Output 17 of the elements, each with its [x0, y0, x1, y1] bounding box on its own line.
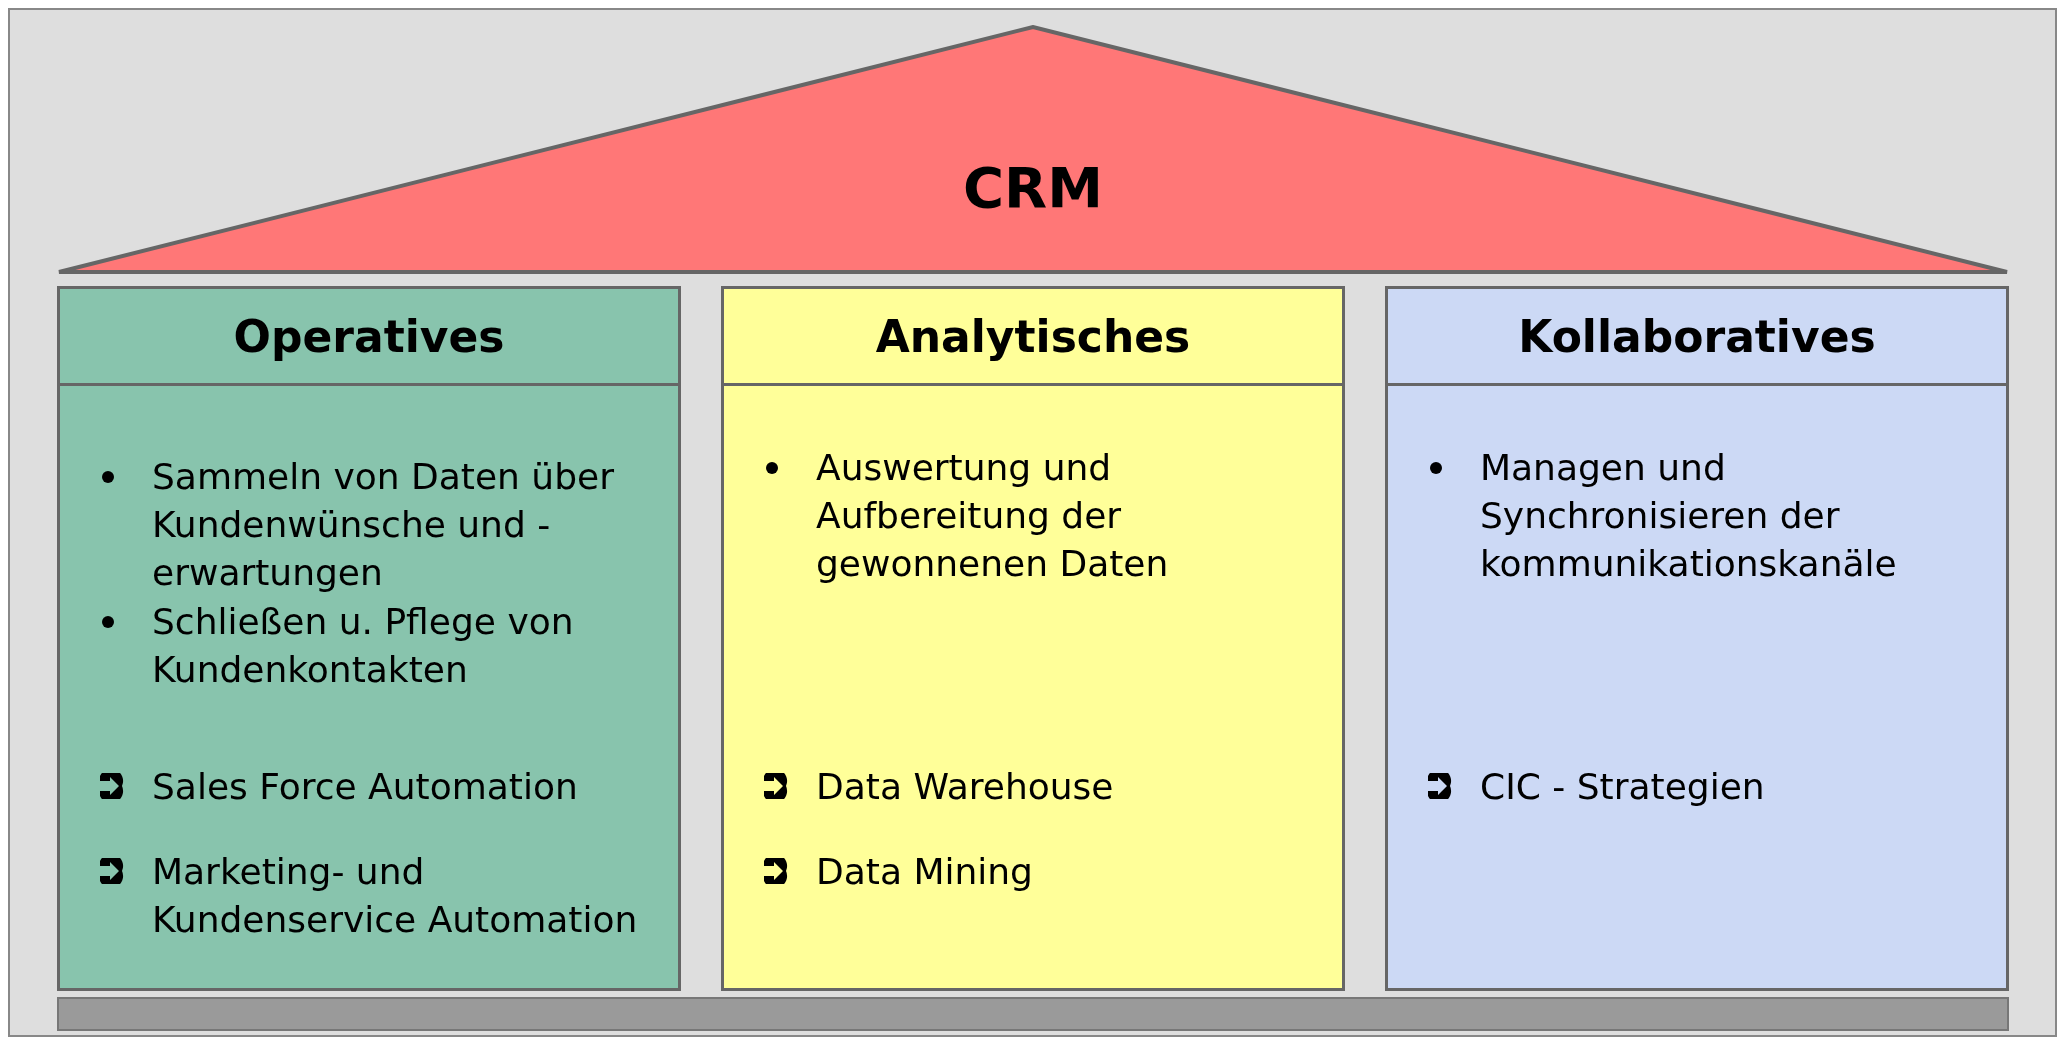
pillar-heading: Operatives	[233, 310, 505, 362]
list-item-text: Schließen u. Pflege von Kundenkontakten	[152, 600, 575, 692]
roof-title: CRM	[963, 155, 1103, 220]
list-item-text: Data Mining	[816, 850, 1034, 894]
pillar-panel	[721, 286, 1345, 991]
list-item-text: Sales Force Automation	[152, 765, 579, 809]
pillar-panel	[57, 286, 681, 991]
pillar-heading: Kollaboratives	[1518, 310, 1876, 362]
list-item-text: Marketing- und Kundenservice Automation	[152, 850, 639, 942]
pillar-heading: Analytisches	[875, 310, 1191, 362]
list-item-text: Managen und Synchronisieren der kommunikationskanäle	[1480, 446, 1898, 586]
list-item-text: Auswertung und Aufbereitung der gewonnenen Daten	[816, 446, 1170, 586]
list-item-text: Data Warehouse	[816, 765, 1115, 809]
base-bar	[57, 997, 2009, 1031]
pillar-panel	[1385, 286, 2009, 991]
list-item-text: CIC - Strategien	[1480, 765, 1766, 809]
list-item-text: Sammeln von Daten über Kundenwünsche und -erwartungen	[152, 455, 615, 595]
